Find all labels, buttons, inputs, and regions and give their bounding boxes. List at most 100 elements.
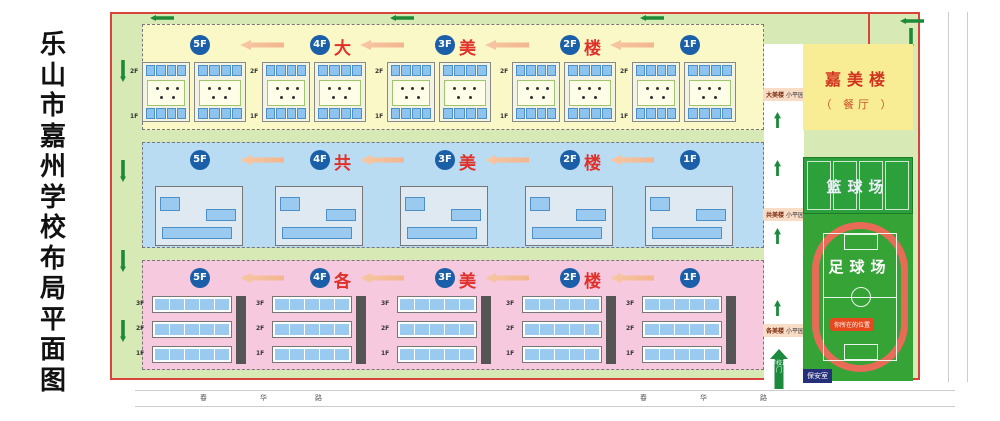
- canteen-name: 嘉美楼: [824, 70, 891, 89]
- direction-arrow: [485, 155, 529, 165]
- title-char: 山: [39, 60, 66, 91]
- main-gate-arrow[interactable]: 学校正门: [770, 349, 788, 389]
- classroom-block[interactable]: [632, 62, 680, 122]
- floor-label: 2F: [506, 325, 515, 332]
- title-char: 校: [39, 213, 66, 243]
- floor-label: 2F: [381, 325, 390, 332]
- floor-label: 2F: [256, 325, 265, 332]
- tag-sub: 小平园: [785, 328, 804, 335]
- floor-badge: 1F: [680, 35, 700, 55]
- direction-arrow: [360, 155, 404, 165]
- direction-arrow: [360, 40, 404, 50]
- title-char: 州: [39, 152, 66, 182]
- exit-arrow-icon: [640, 15, 664, 21]
- building-name-char: 美: [459, 39, 476, 59]
- building-name-char: 共: [334, 154, 351, 174]
- classroom-block[interactable]: [522, 296, 616, 364]
- building-name-char: 各: [334, 272, 351, 292]
- classroom-block[interactable]: [439, 62, 491, 122]
- floor-label: 1F: [500, 113, 509, 120]
- pitch-lines: [823, 233, 897, 361]
- classroom-block[interactable]: [512, 62, 560, 122]
- classroom-block[interactable]: [314, 62, 366, 122]
- floor-label: 3F: [256, 300, 265, 307]
- classroom-block[interactable]: [387, 62, 435, 122]
- classroom-block[interactable]: [194, 62, 246, 122]
- building-name-char: 大: [334, 39, 351, 59]
- building-entrance-tag[interactable]: 各美楼 小平园: [763, 324, 807, 337]
- road-label: 华: [260, 394, 267, 402]
- floor-label: 1F: [620, 113, 629, 120]
- title-char: 图: [39, 365, 66, 396]
- football-label: 足球场: [828, 258, 892, 276]
- title-char: 学: [39, 182, 66, 213]
- tag-sub: 小平园: [785, 212, 804, 219]
- floor-label: 3F: [381, 300, 390, 307]
- classroom-block[interactable]: [684, 62, 736, 122]
- canteen-subtitle: （ 餐厅 ）: [820, 98, 896, 111]
- chunhua-road: 春 华 路 春 华 路: [135, 390, 955, 407]
- floor-badge: 4F: [310, 150, 330, 170]
- building-name-char: 美: [459, 154, 476, 174]
- floor-label: 1F: [136, 350, 145, 357]
- exit-arrow-icon: [120, 60, 126, 82]
- exit-arrow-icon: [908, 28, 914, 50]
- floor-label: 2F: [250, 68, 259, 75]
- east-road: [948, 12, 968, 382]
- tag-sub: 小平园: [785, 92, 804, 99]
- floor-badge: 2F: [560, 150, 580, 170]
- floor-label: 3F: [136, 300, 145, 307]
- direction-arrow: [610, 155, 654, 165]
- floor-label: 1F: [250, 113, 259, 120]
- you-are-here-marker: 你所在的位置: [830, 318, 875, 331]
- classroom-block[interactable]: [564, 62, 616, 122]
- title-char: 局: [39, 274, 66, 304]
- floor-badge: 5F: [190, 35, 210, 55]
- teaching-building[interactable]: [155, 186, 243, 246]
- map-title: 乐山市嘉州学校布局平面图: [28, 30, 78, 396]
- classroom-block[interactable]: [642, 296, 736, 364]
- floor-badge: 2F: [560, 35, 580, 55]
- teaching-building[interactable]: [525, 186, 613, 246]
- classroom-block[interactable]: [262, 62, 310, 122]
- road-label: 路: [760, 394, 767, 402]
- running-track: [812, 222, 908, 372]
- classroom-block[interactable]: [397, 296, 491, 364]
- guard-room[interactable]: 保安室: [803, 369, 832, 383]
- floor-badge: 3F: [435, 35, 455, 55]
- direction-arrow: [610, 40, 654, 50]
- teaching-building[interactable]: [275, 186, 363, 246]
- direction-arrow: [485, 273, 529, 283]
- classroom-block[interactable]: [152, 296, 246, 364]
- floor-badge: 5F: [190, 268, 210, 288]
- title-char: 布: [39, 243, 66, 274]
- building-name-char: 楼: [584, 39, 601, 59]
- classroom-block[interactable]: [272, 296, 366, 364]
- direction-arrow: [240, 273, 284, 283]
- exit-arrow-icon: [900, 18, 924, 24]
- title-char: 市: [39, 91, 66, 121]
- canteen-building[interactable]: 嘉美楼 （ 餐厅 ）: [803, 44, 913, 130]
- building-name-char: 美: [459, 272, 476, 292]
- basketball-court[interactable]: 篮球场: [803, 157, 913, 214]
- building-entrance-tag[interactable]: 共美楼 小平园: [763, 208, 807, 221]
- teaching-building[interactable]: [645, 186, 733, 246]
- floor-label: 1F: [626, 350, 635, 357]
- direction-arrow: [610, 273, 654, 283]
- north-arrow-icon: [774, 300, 781, 316]
- classroom-block[interactable]: [142, 62, 190, 122]
- floor-label: 1F: [381, 350, 390, 357]
- building-entrance-tag[interactable]: 大美楼 小平园: [763, 88, 807, 101]
- floor-label: 1F: [256, 350, 265, 357]
- tag-name: 各美楼: [766, 328, 785, 335]
- floor-label: 1F: [375, 113, 384, 120]
- floor-label: 2F: [375, 68, 384, 75]
- building-name-char: 楼: [584, 272, 601, 292]
- floor-label: 2F: [130, 68, 139, 75]
- teaching-building[interactable]: [400, 186, 488, 246]
- exit-arrow-icon: [390, 15, 414, 21]
- basketball-label: 篮球场: [826, 178, 890, 196]
- tag-name: 大美楼: [766, 92, 785, 99]
- floor-badge: 4F: [310, 35, 330, 55]
- floor-label: 2F: [626, 325, 635, 332]
